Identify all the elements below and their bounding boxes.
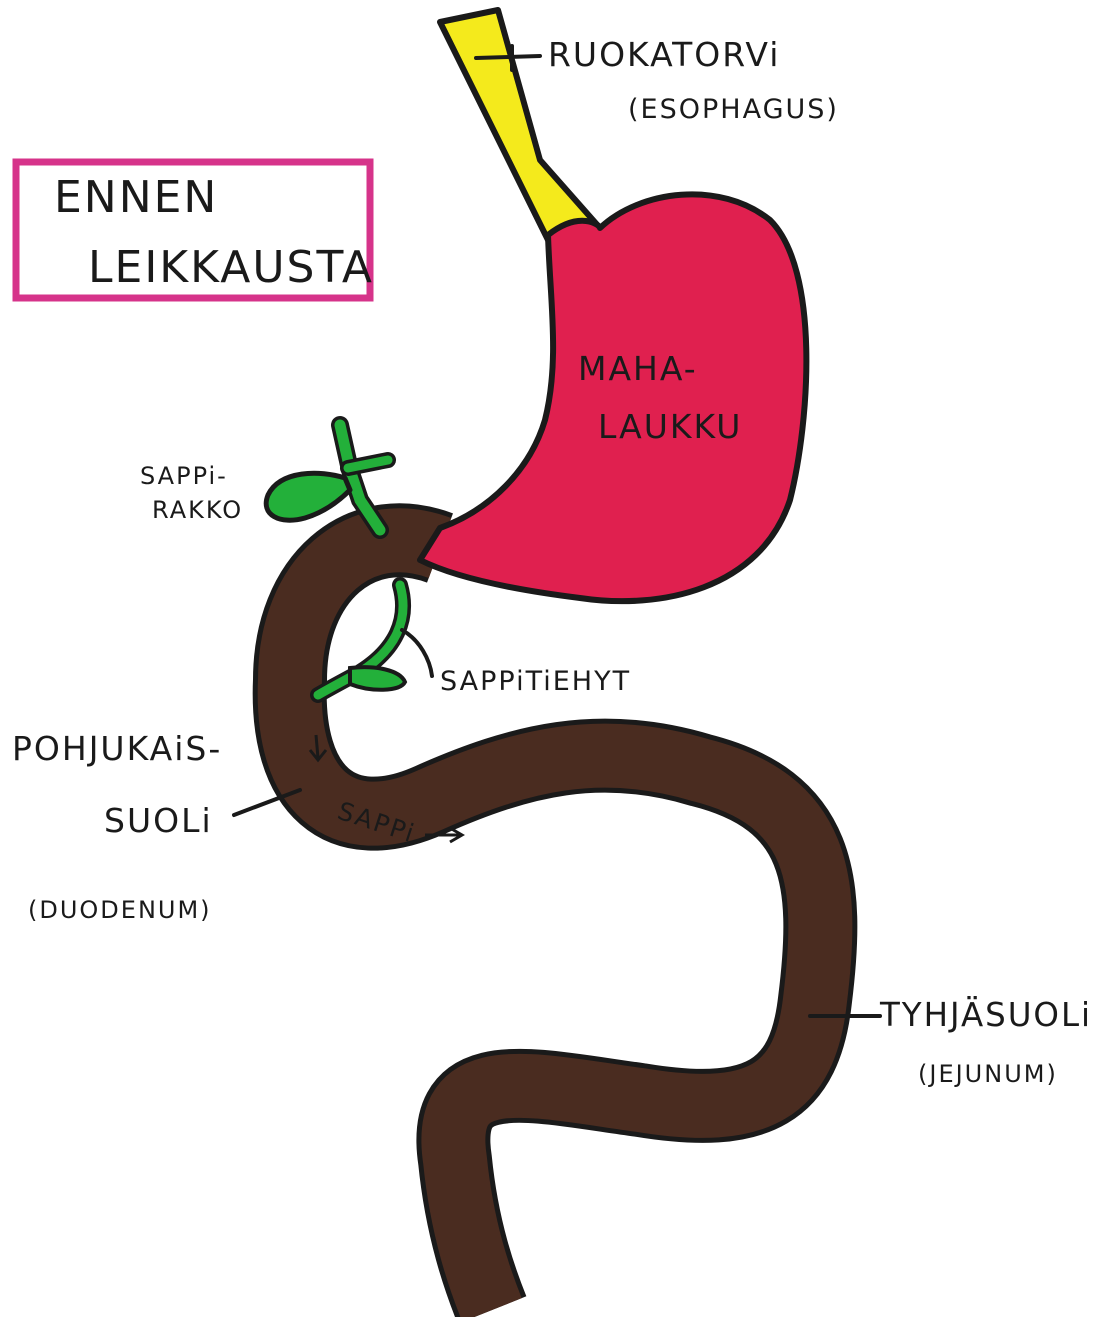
stomach-shape — [420, 194, 806, 601]
jejunum-label: TYHJÄSUOLi — [879, 995, 1092, 1034]
bile-duct-pointer — [402, 630, 432, 676]
duodenum-latin-label: (DUODENUM) — [28, 896, 212, 924]
gallbladder-label-2: RAKKO — [152, 496, 243, 524]
esophagus-pointer — [476, 56, 540, 58]
gallbladder-label-1: SAPPi- — [140, 462, 228, 490]
gallbladder-sac — [266, 473, 350, 520]
esophagus-latin-label: (ESOPHAGUS) — [628, 94, 839, 125]
esophagus-label: RUOKATORVi — [548, 35, 780, 74]
duodenum-label-2: SUOLi — [104, 801, 213, 840]
bile-duct-label: SAPPiTiEHYT — [440, 666, 631, 697]
stomach-label-1: MAHA- — [578, 349, 698, 388]
title-line-1: ENNEN — [54, 172, 218, 223]
duodenum-label-1: POHJUKAiS- — [12, 729, 222, 768]
stomach — [420, 194, 806, 601]
stomach-label-2: LAUKKU — [598, 407, 742, 446]
bile-duct-bulb — [350, 667, 405, 690]
title-line-2: LEIKKAUSTA — [88, 242, 374, 293]
jejunum-latin-label: (JEJUNUM) — [918, 1060, 1058, 1088]
